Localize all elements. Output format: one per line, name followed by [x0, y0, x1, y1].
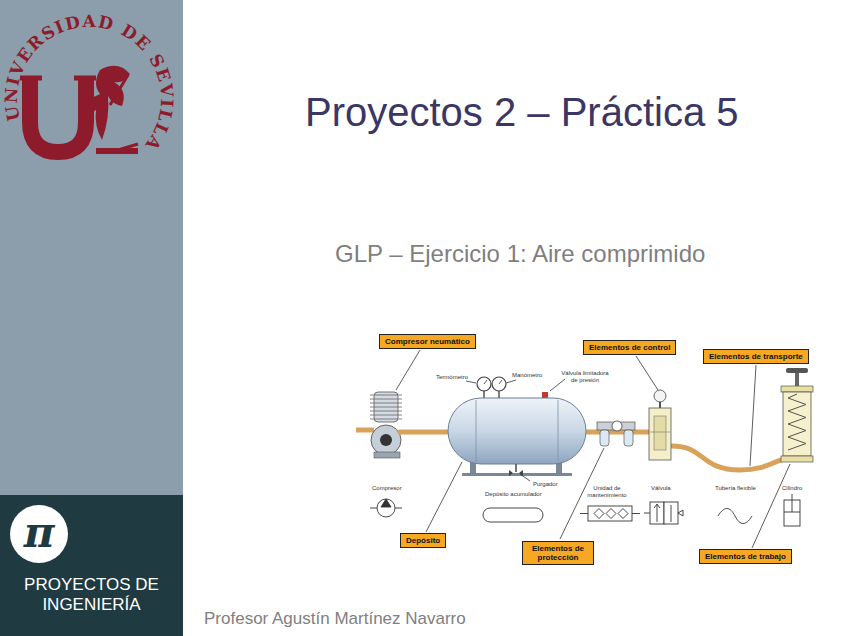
callout-box: Elementos de trabajo — [699, 549, 792, 564]
callout-text: Elementos de transporte — [709, 352, 803, 361]
fin — [370, 395, 402, 396]
callout-box: Compresor neumático — [379, 334, 476, 349]
maintenance-unit-drawing — [597, 421, 635, 446]
sidebar — [0, 0, 183, 636]
symbol-label: Válvula — [651, 485, 671, 492]
symbol-label: Cilindro — [782, 485, 802, 492]
symbol-label: Compresor — [372, 485, 402, 492]
part-label: Válvula limitadora de presión — [558, 370, 612, 384]
callout-text: Compresor neumático — [385, 337, 470, 346]
symbol-label: Depósito acumulador — [485, 491, 542, 498]
fin — [370, 411, 402, 412]
subtitle: GLP – Ejercicio 1: Aire comprimido — [335, 240, 705, 268]
callout-box: Elementos de control — [583, 340, 676, 355]
tank-drawing — [448, 377, 586, 476]
callout-text: Elementos de protección — [528, 544, 588, 562]
fin — [370, 403, 402, 404]
department-band: πPROYECTOS DE INGENIERÍA — [0, 495, 183, 636]
cylinder-drawing — [781, 368, 813, 462]
slide-title: Proyectos 2 – Práctica 5 — [305, 90, 739, 135]
part-label: Manómetro — [512, 372, 542, 379]
callout-box: Depósito — [400, 533, 446, 548]
fin — [370, 415, 402, 416]
spring — [788, 394, 806, 450]
leader-lines — [396, 350, 790, 548]
callout-text: Depósito — [406, 536, 440, 545]
callout-text: Elementos de trabajo — [705, 552, 786, 561]
logo-text: UNIVERSIDAD DE SEVILLA — [1, 11, 178, 155]
logo-symbol: π — [10, 505, 68, 563]
footer-author: Profesor Agustín Martínez Navarro — [204, 609, 466, 629]
symbols — [370, 494, 800, 526]
fin — [370, 399, 402, 400]
valve-drawing — [649, 390, 671, 460]
fin — [370, 407, 402, 408]
band-text: PROYECTOS DE INGENIERÍA — [24, 575, 159, 615]
callout-box: Elementos de protección — [522, 541, 594, 565]
university-logo — [20, 66, 138, 154]
part-label: Purgador — [533, 481, 558, 488]
part-label: Termómetro — [436, 374, 468, 381]
symbol-label: Unidad de mantenimiento — [582, 485, 632, 499]
fin — [370, 419, 402, 420]
callout-text: Elementos de control — [589, 343, 670, 352]
compressor-drawing — [356, 392, 402, 458]
callout-box: Elementos de transporte — [703, 349, 809, 364]
symbol-label: Tubería flexible — [715, 485, 756, 492]
